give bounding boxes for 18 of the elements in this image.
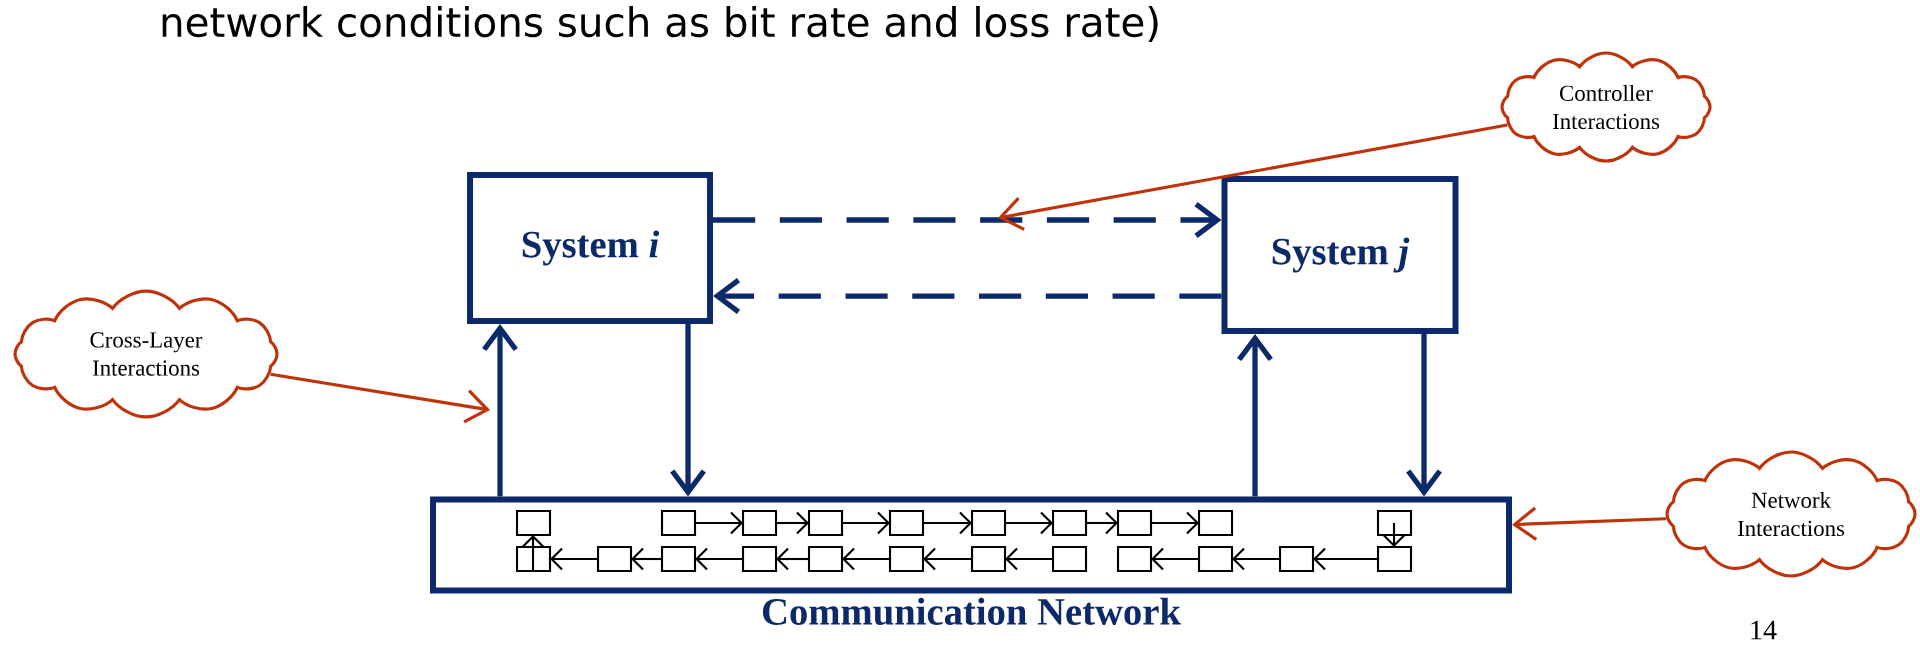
- callout-cloud: Network Interactions: [1665, 450, 1917, 578]
- arrow: [713, 202, 1222, 238]
- leader-arrow: [998, 123, 1508, 231]
- arrow: [1406, 334, 1442, 497]
- network-box: Communication Network: [430, 496, 1512, 626]
- leader-arrow: [1512, 506, 1667, 541]
- system-box: Systemj: [1221, 176, 1459, 334]
- note-text: network conditions such as bit rate and loss rate): [162, 6, 1158, 43]
- arrow: [713, 278, 1222, 314]
- system-box: System i: [467, 172, 713, 324]
- node-label: Communication Network: [762, 597, 1181, 626]
- callout-cloud: Cross-Layer Interactions: [13, 289, 279, 419]
- arrow: [670, 324, 706, 497]
- page-number: 14: [1751, 620, 1777, 640]
- arrow: [482, 324, 518, 497]
- callout-cloud: Controller Interactions: [1500, 51, 1712, 163]
- leader-arrow: [270, 372, 490, 424]
- arrow: [1237, 334, 1273, 497]
